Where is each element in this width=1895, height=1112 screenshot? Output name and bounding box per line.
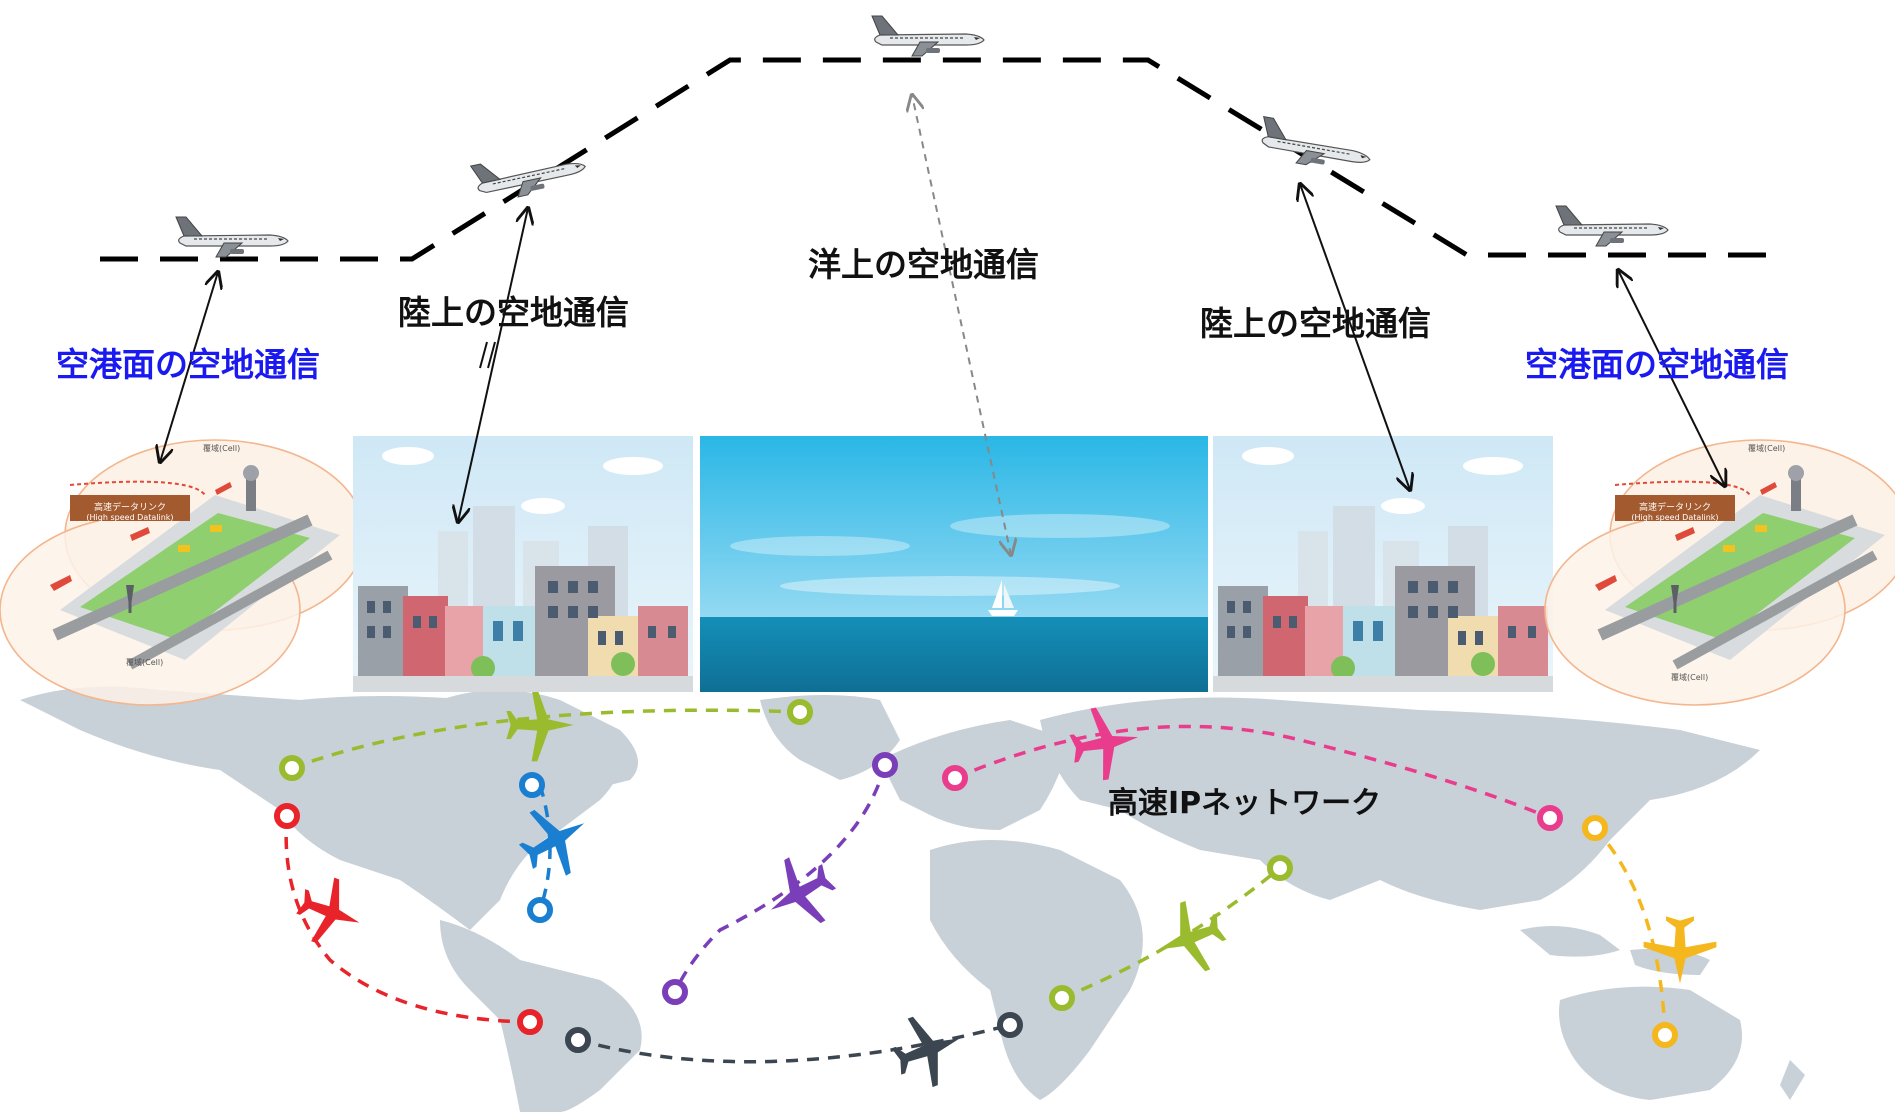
route-dark [577, 1023, 1011, 1064]
airplane-icon [470, 142, 590, 206]
sailboat-icon [988, 580, 1018, 616]
route-pink [954, 724, 1551, 820]
route-purple [673, 764, 887, 993]
route-node [519, 772, 545, 798]
datalink-label-right: 高速データリンク (High speed Datalink) [1631, 503, 1719, 522]
airport-label-left: 空港面の空地通信 [56, 345, 320, 384]
route-red-west [284, 815, 531, 1024]
world-map [20, 686, 1805, 1112]
cell-label-left-top: 覆域(Cell) [203, 444, 241, 453]
route-node [517, 1009, 543, 1035]
airplane-icon [1555, 205, 1669, 247]
route-node [942, 765, 968, 791]
route-node [1652, 1022, 1678, 1048]
airplane-icon [1256, 116, 1375, 177]
land-label-right: 陸上の空地通信 [1200, 304, 1431, 343]
cell-label-left-bottom: 覆域(Cell) [126, 658, 164, 667]
arrow [1300, 184, 1410, 490]
route-yellow [1593, 826, 1667, 1036]
route-node [997, 1012, 1023, 1038]
route-green-north [291, 708, 801, 770]
route-node [1537, 805, 1563, 831]
route-node [527, 897, 553, 923]
arrow [1618, 270, 1725, 486]
route-node [274, 803, 300, 829]
arrow-tick [479, 341, 496, 369]
land-label-left: 陸上の空地通信 [398, 293, 629, 332]
route-node [787, 699, 813, 725]
datalink-label-left: 高速データリンク (High speed Datalink) [86, 503, 174, 522]
route-node [565, 1027, 591, 1053]
flight-profile-line [100, 57, 1780, 262]
airplane-icon [289, 869, 371, 955]
airplane-icon [883, 1004, 973, 1096]
route-node [1582, 815, 1608, 841]
arrow [160, 272, 218, 462]
arrow [458, 208, 528, 522]
airport-label-right: 空港面の空地通信 [1525, 345, 1789, 384]
airport-runway [0, 440, 365, 705]
cell-label-right-bottom: 覆域(Cell) [1671, 673, 1709, 682]
city-buildings [353, 436, 693, 692]
cell-label-right-top: 覆域(Cell) [1748, 444, 1786, 453]
airplane-icon [1145, 892, 1235, 984]
route-node [872, 752, 898, 778]
route-node [279, 755, 305, 781]
route-node [662, 979, 688, 1005]
network-label: 高速IPネットワーク [1108, 786, 1382, 821]
airplane-icon [1643, 916, 1717, 984]
airplane-icon [871, 15, 985, 57]
arrow-ocean [912, 95, 1011, 555]
airplane-icon [752, 844, 848, 942]
route-node [1267, 855, 1293, 881]
airport-runway [1545, 440, 1895, 705]
city-buildings [1213, 436, 1553, 692]
ocean-panel [700, 436, 1208, 692]
airplane-icon [175, 216, 289, 258]
ocean-label: 洋上の空地通信 [808, 245, 1039, 284]
route-node [1049, 985, 1075, 1011]
